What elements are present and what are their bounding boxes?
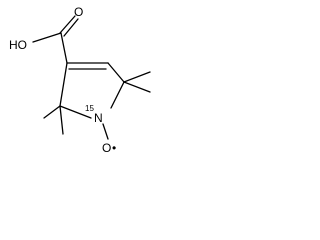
methyl-c2-down xyxy=(59,105,64,135)
hydroxyl-label: HO xyxy=(9,38,27,52)
bond-carbonyl-double-b xyxy=(63,18,79,37)
bond-carbonyl-double-a xyxy=(59,15,76,34)
bond-carboxyl-to-hydroxyl xyxy=(32,32,62,43)
methyl-c5-lower xyxy=(123,81,151,93)
nitrogen-label: N xyxy=(94,111,103,125)
carbonyl-oxygen-label: O xyxy=(74,5,83,19)
bond-ring-c2-to-n xyxy=(59,105,92,119)
bond-ring-c4-to-c5 xyxy=(107,62,125,83)
oxyl-oxygen-label: O xyxy=(102,141,111,155)
nitrogen-isotope-label: 15 xyxy=(85,104,94,113)
bond-carboxyl-carbon-to-ring xyxy=(60,32,68,64)
chemical-structure: HO O 15 N O • xyxy=(9,5,151,155)
bond-ring-c3-to-c2 xyxy=(59,62,68,107)
radical-dot-label: • xyxy=(112,141,116,155)
methyl-c5-upper xyxy=(123,71,151,83)
bond-ring-c5-to-n xyxy=(110,81,125,109)
methyl-c2-left xyxy=(43,105,61,119)
bond-n-to-oxyl xyxy=(102,123,109,140)
